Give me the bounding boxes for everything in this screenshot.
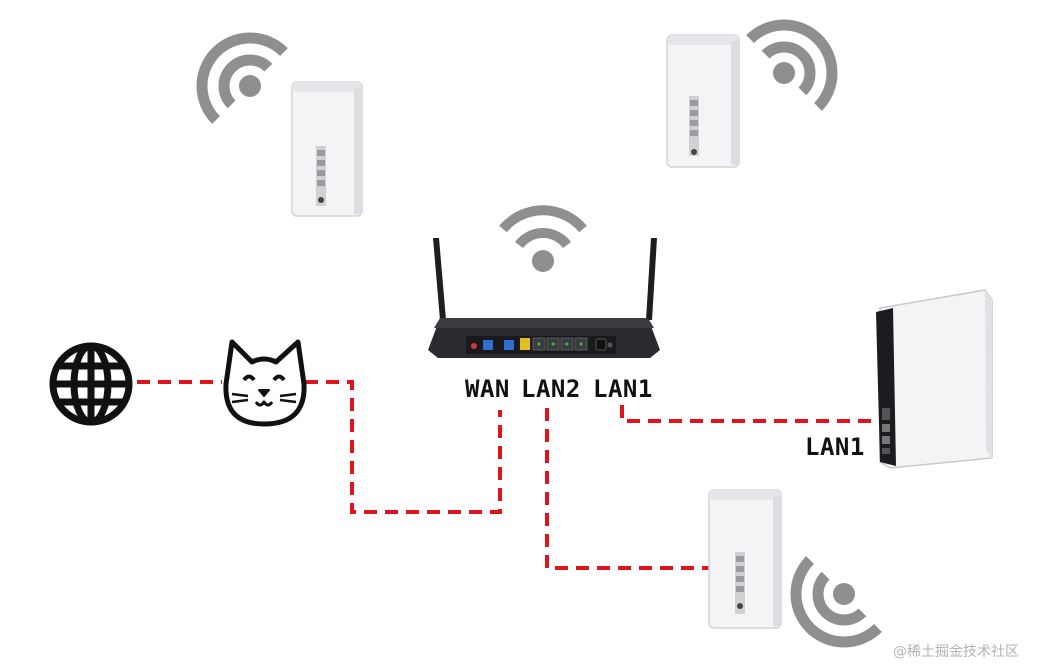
- router: [428, 238, 660, 358]
- cable-cat-to-router-wan: [305, 380, 502, 514]
- router-wan-label: WAN: [465, 375, 510, 403]
- wifi-icon: [790, 556, 882, 648]
- router-lan2-label: LAN2: [521, 375, 581, 403]
- mesh-node-top-right: [666, 34, 740, 168]
- cable-router-lan2-to-mesh-bottom: [545, 408, 738, 570]
- router-antenna-left: [433, 238, 446, 320]
- router-lan1-label: LAN1: [593, 375, 653, 403]
- globe-icon: [49, 342, 133, 426]
- cat-modem-icon: [223, 339, 307, 427]
- server-lan1-label: LAN1: [805, 433, 865, 461]
- wifi-icon: [196, 32, 288, 124]
- router-antenna-right: [646, 238, 657, 320]
- wifi-icon: [746, 19, 838, 111]
- tower-server: [876, 289, 993, 469]
- watermark: @稀土掘金技术社区: [893, 644, 1019, 660]
- mesh-node-top-left: [291, 81, 363, 217]
- cables: [137, 380, 880, 570]
- wifi-icon: [499, 205, 587, 272]
- cable-router-lan1-to-server: [620, 405, 880, 423]
- mesh-node-bottom: [708, 489, 782, 629]
